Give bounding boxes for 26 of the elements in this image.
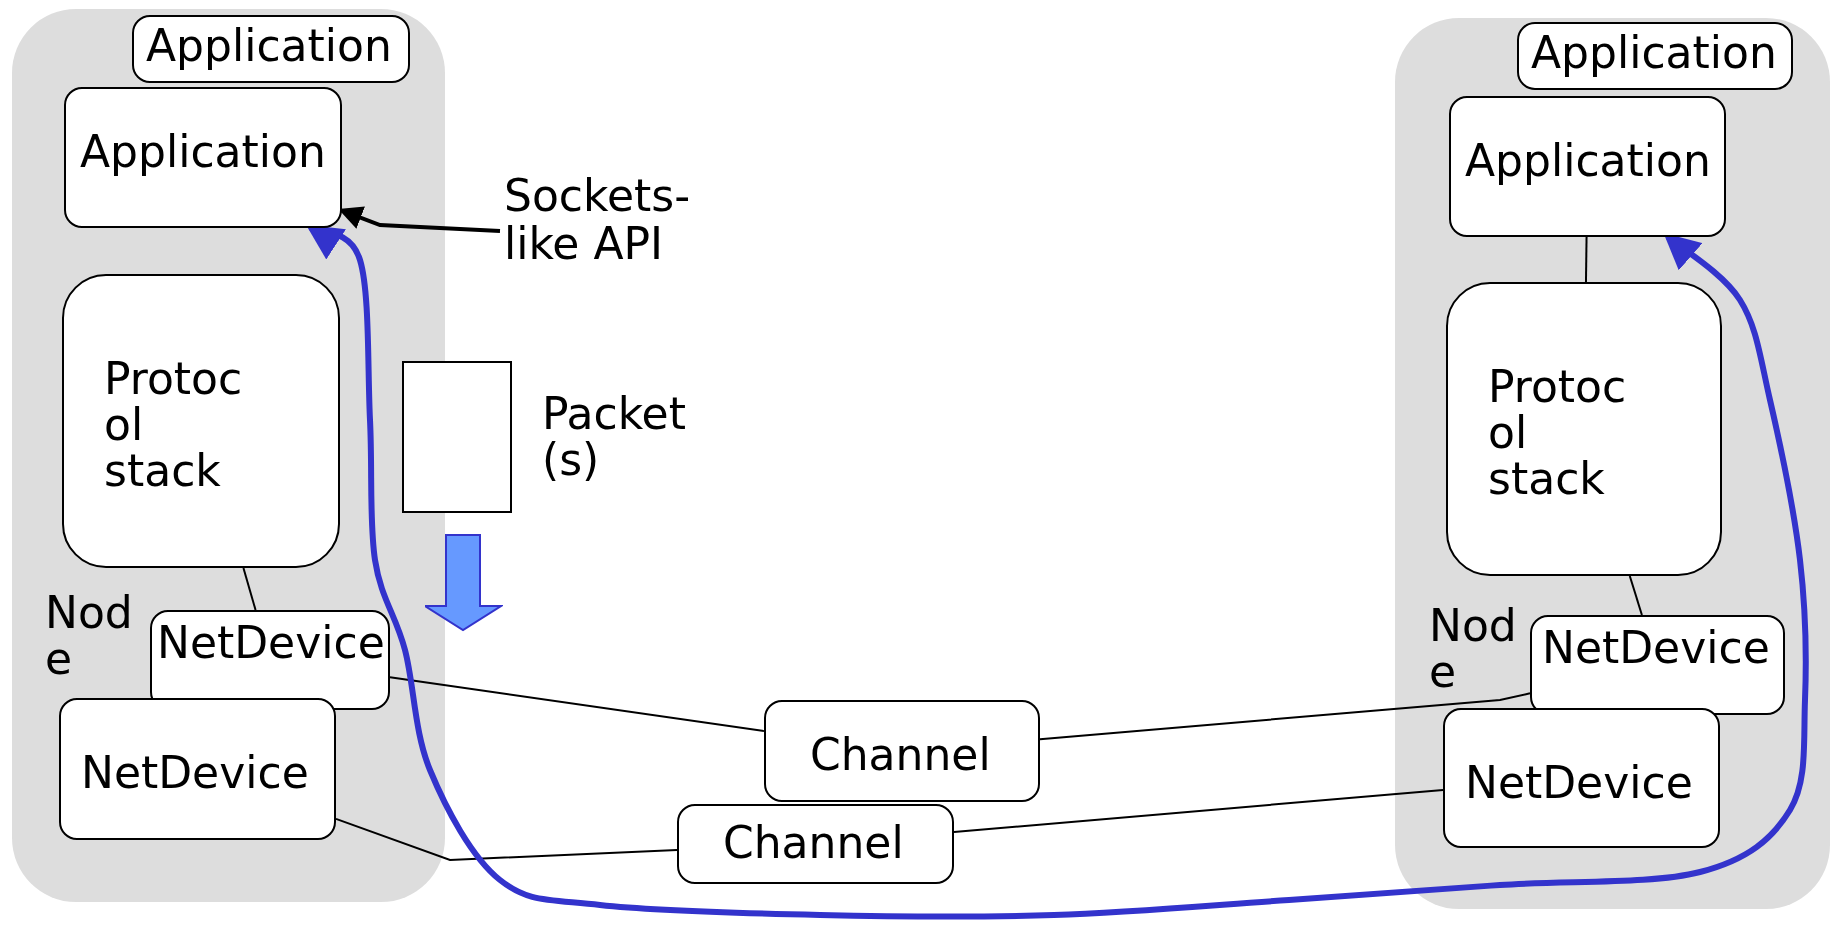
connector-line	[242, 567, 257, 611]
packet-box	[402, 361, 512, 513]
component-card: NetDevice	[59, 698, 336, 840]
protocol-stack-box: Protocol stack	[1446, 282, 1722, 576]
connector-line	[389, 676, 765, 733]
component-card: Channel	[677, 804, 954, 884]
node-panel	[1395, 18, 1830, 909]
connector-line	[335, 817, 678, 861]
connector-line	[1039, 692, 1531, 741]
api-label: Sockets-like API	[500, 172, 740, 302]
node-label: Node	[1429, 603, 1518, 696]
node-label: Node	[45, 590, 134, 683]
connector-line	[1628, 575, 1643, 616]
component-card: Application	[64, 87, 342, 228]
component-card: NetDevice	[1530, 615, 1785, 715]
protocol-stack-box: Protocol stack	[62, 274, 340, 568]
packet-label: Packet(s)	[542, 391, 687, 484]
component-card: Application	[1449, 96, 1726, 237]
component-card: Application	[132, 15, 410, 83]
component-card: Channel	[764, 700, 1040, 802]
node-panel	[12, 9, 445, 902]
component-card: Application	[1517, 22, 1793, 90]
connector-line	[1584, 236, 1588, 283]
component-card: NetDevice	[1443, 708, 1720, 848]
component-card: NetDevice	[150, 610, 390, 710]
connector-line	[953, 788, 1444, 834]
